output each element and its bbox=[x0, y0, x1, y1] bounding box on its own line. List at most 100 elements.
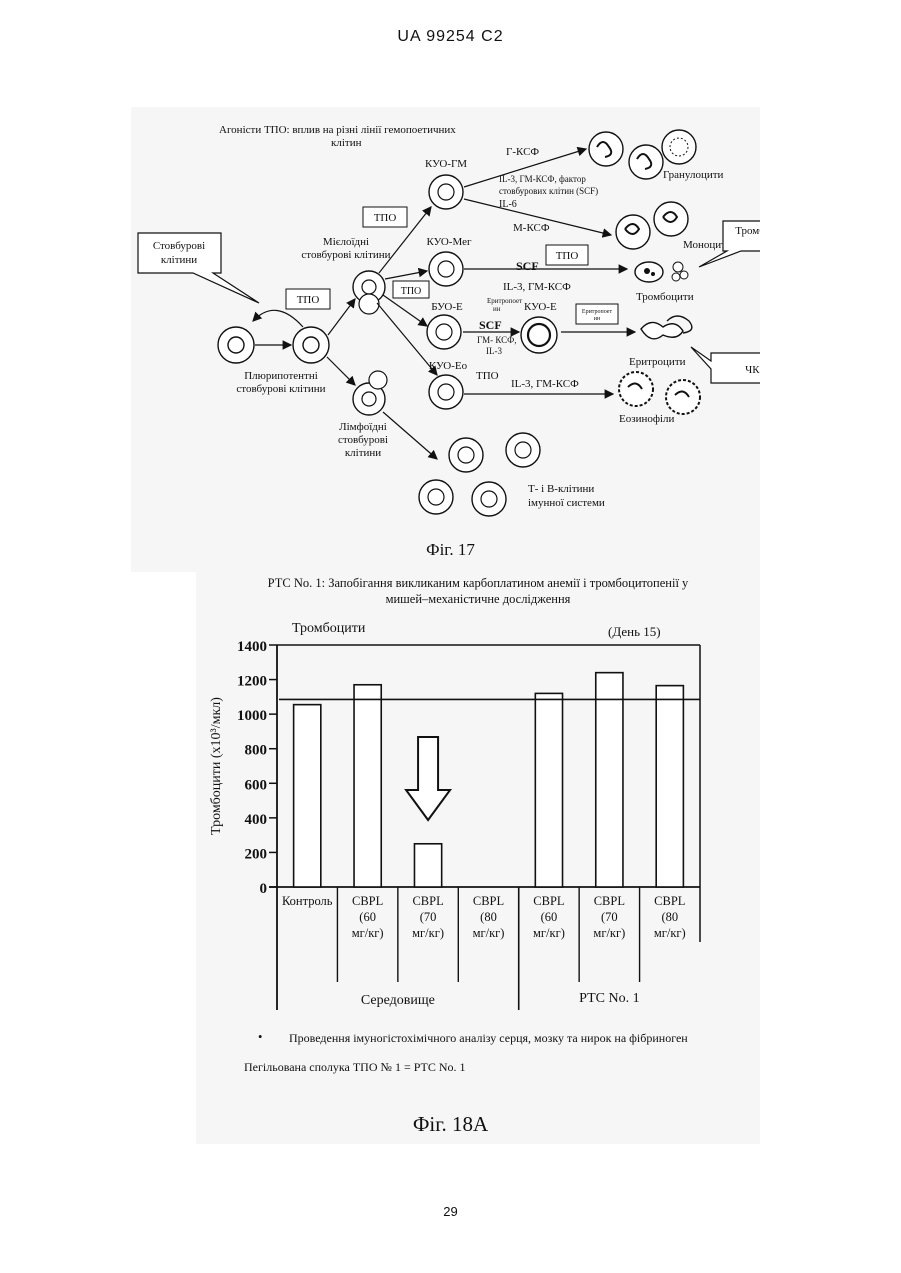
y-axis-label: Тромбоцити (x10³/мкл) bbox=[209, 697, 224, 835]
il3-gm-eo-label: IL-3, ГМ-КСФ bbox=[511, 378, 579, 390]
pluripotent-cell-1 bbox=[218, 327, 254, 363]
category-label: мг/кг) bbox=[593, 926, 625, 940]
il3-label: IL-3 bbox=[486, 346, 502, 356]
lymphoid-l3: клітини bbox=[345, 447, 381, 459]
erythro-l2: ин bbox=[493, 305, 501, 313]
category-label: CBPL bbox=[473, 894, 504, 908]
y-tick-label: 200 bbox=[245, 846, 268, 862]
fig18-footnote: Пегільована сполука ТПО № 1 = РТС No. 1 bbox=[244, 1060, 466, 1075]
pluripotent-l2: стовбурові клітини bbox=[236, 383, 325, 395]
kuo-e-cell bbox=[521, 317, 557, 353]
erythrocytes-label: Еритроцити bbox=[629, 356, 686, 368]
kuo-meg-label: КУО-Мег bbox=[427, 236, 472, 248]
tpo-label: ТПО bbox=[374, 212, 397, 224]
buo-e-label: БУО-Е bbox=[431, 301, 463, 313]
kuo-eo-cell bbox=[429, 375, 463, 409]
erythro-box-l2: ин bbox=[594, 316, 601, 322]
fig17-caption: Фіг. 17 bbox=[0, 540, 901, 560]
tpo-box-3: ТПО bbox=[393, 281, 429, 298]
kuo-eo-label: КУО-Ео bbox=[429, 360, 468, 372]
callout-stem-l1: Стовбурові bbox=[153, 240, 205, 252]
kuo-e-label: КУО-Е bbox=[524, 301, 557, 313]
myeloid-l2: стовбурові клітини bbox=[301, 249, 390, 261]
category-label: (80 bbox=[661, 910, 678, 924]
category-label: (70 bbox=[420, 910, 437, 924]
callout-stem-l2: клітини bbox=[161, 254, 197, 266]
y-tick-label: 600 bbox=[245, 777, 268, 793]
category-label: (60 bbox=[359, 910, 376, 924]
tb-label-l2: імунної системи bbox=[528, 497, 605, 509]
y-tick-label: 1200 bbox=[237, 674, 267, 690]
category-label: мг/кг) bbox=[412, 926, 444, 940]
category-label: CBPL bbox=[654, 894, 685, 908]
eosinophils-label: Еозинофіли bbox=[619, 413, 675, 425]
fig17-title-line1: Агоністи ТПО: вплив на різні лінії гемоп… bbox=[219, 124, 456, 136]
tpo-box-1: ТПО bbox=[286, 289, 330, 309]
y-tick-label: 400 bbox=[245, 812, 268, 828]
tpo-box-2: ТПО bbox=[363, 207, 407, 227]
erythropoietin-box: Еритропоет ин bbox=[576, 304, 618, 324]
category-label: (60 bbox=[541, 910, 558, 924]
tpo-box-4: ТПО bbox=[546, 245, 588, 265]
callout-platelets-label: Тромбоцити bbox=[735, 225, 760, 237]
granulocytes-label: Гранулоцити bbox=[663, 169, 724, 181]
category-label: (80 bbox=[480, 910, 497, 924]
y-tick-label: 800 bbox=[245, 743, 268, 759]
bar bbox=[596, 673, 623, 887]
category-label: мг/кг) bbox=[473, 926, 505, 940]
g-ksf-label: Г-КСФ bbox=[506, 146, 539, 158]
il3-factor-l2: стовбурових клітин (SCF) bbox=[499, 186, 598, 196]
category-label: CBPL bbox=[594, 894, 625, 908]
fig18-title-line1: РТС No. 1: Запобігання викликаним карбоп… bbox=[196, 576, 760, 591]
il3-gm-label: IL-3, ГМ-КСФ bbox=[503, 281, 571, 293]
fig18-caption: Фіг. 18А bbox=[0, 1112, 901, 1137]
il3-factor-l1: IL-3, ГМ-КСФ, фактор bbox=[499, 174, 586, 184]
y-tick-label: 0 bbox=[260, 881, 268, 897]
tpo-label: ТПО bbox=[401, 286, 422, 297]
category-label: CBPL bbox=[533, 894, 564, 908]
category-label: Контроль bbox=[282, 894, 333, 908]
callout-rbc: ЧКК bbox=[691, 347, 760, 383]
category-label: CBPL bbox=[412, 894, 443, 908]
tb-label-l1: Т- і В-клітини bbox=[528, 483, 594, 495]
panel-label: Тромбоцити bbox=[292, 621, 366, 636]
category-label: мг/кг) bbox=[654, 926, 686, 940]
note-bullet: • bbox=[258, 1030, 262, 1045]
tb-cells bbox=[419, 433, 540, 516]
bar bbox=[354, 685, 381, 887]
y-tick-label: 1000 bbox=[237, 708, 267, 724]
kuo-gm-cell bbox=[429, 175, 463, 209]
fig18-title-line2: мишей–механістичне дослідження bbox=[196, 592, 760, 607]
platelet-bar-chart: Тромбоцити (День 15) 0 200 400 600 800 1000 1200… bbox=[196, 612, 760, 1012]
lymphoid-cell bbox=[353, 371, 387, 415]
y-tick-label: 1400 bbox=[237, 639, 267, 655]
m-ksf-label: М-КСФ bbox=[513, 222, 550, 234]
tpo-label: ТПО bbox=[297, 294, 320, 306]
callout-rbc-label: ЧКК bbox=[745, 364, 760, 376]
erythro-box-l1: Еритропоет bbox=[582, 309, 613, 315]
scf-label-e: SCF bbox=[479, 318, 502, 332]
gm-ksf-label: ГМ- КСФ, bbox=[477, 335, 516, 345]
fig18-note: Проведення імуногістохімічного аналізу с… bbox=[289, 1031, 688, 1046]
group-label: РТС No. 1 bbox=[579, 991, 639, 1006]
patent-header: UA 99254 C2 bbox=[0, 28, 901, 46]
day-label: (День 15) bbox=[608, 624, 661, 639]
decrease-arrow-icon bbox=[406, 737, 450, 820]
lymphoid-l1: Лімфоїдні bbox=[339, 421, 387, 433]
monocytes-cells bbox=[616, 202, 688, 249]
hematopoiesis-diagram: Агоністи ТПО: вплив на різні лінії гемоп… bbox=[131, 107, 760, 572]
lymphoid-l2: стовбурові bbox=[338, 434, 388, 446]
category-label: (70 bbox=[601, 910, 618, 924]
platelets-cells bbox=[635, 262, 688, 282]
fig17-title-line2: клітин bbox=[331, 137, 362, 149]
figure-17: Агоністи ТПО: вплив на різні лінії гемоп… bbox=[131, 107, 760, 572]
kuo-gm-label: КУО-ГМ bbox=[425, 158, 467, 170]
tpo-eo-label: ТПО bbox=[476, 370, 499, 382]
bar bbox=[656, 686, 683, 887]
page-number: 29 bbox=[0, 1204, 901, 1219]
buo-e-cell bbox=[427, 315, 461, 349]
category-label: мг/кг) bbox=[352, 926, 384, 940]
bar bbox=[535, 693, 562, 887]
pluripotent-cell-2 bbox=[293, 327, 329, 363]
bar bbox=[294, 705, 321, 887]
